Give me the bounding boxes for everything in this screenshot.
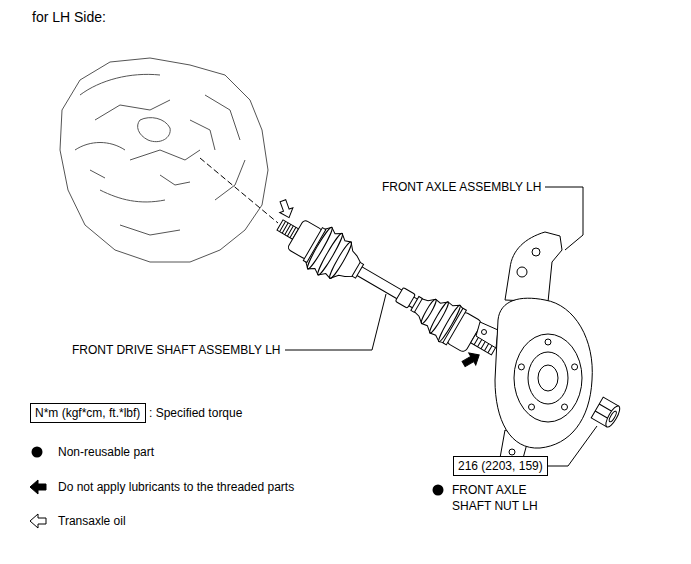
drive-shaft: [303, 224, 370, 291]
front-axle-knuckle: [495, 298, 592, 448]
front-axle-knuckle: [518, 364, 524, 370]
front-axle-knuckle: [509, 449, 515, 455]
transaxle-oil-arrow: [276, 198, 295, 220]
transaxle-outline: [75, 74, 200, 160]
drive-shaft: [268, 204, 507, 370]
transaxle-outline: [60, 58, 268, 262]
front-axle-knuckle: [545, 339, 551, 345]
front-axle-knuckle: [505, 232, 562, 302]
torque-value: 216 (2203, 159): [458, 459, 543, 473]
no-lubricant-arrow: [460, 349, 483, 370]
no-lubricant-arrow: [460, 349, 483, 370]
non-reusable-dot: [32, 447, 43, 458]
leader-line: [545, 187, 583, 250]
drive-shaft: [443, 308, 467, 345]
legend-text: : Specified torque: [149, 406, 242, 420]
front-axle-knuckle: [517, 267, 527, 277]
front-axle-knuckle: [532, 248, 540, 256]
transaxle-outline: [90, 120, 215, 185]
legend-arrow-symbol: [30, 480, 46, 494]
drive-shaft: [395, 287, 415, 308]
drive-shaft: [355, 266, 421, 310]
drive-shaft: [303, 228, 326, 263]
front-axle-knuckle: [529, 404, 535, 410]
torque-box: N*m (kgf*cm, ft.*lbf): [30, 403, 146, 423]
part-name: FRONT AXLE SHAFT NUT LH: [452, 482, 560, 514]
drive-shaft: [352, 262, 363, 278]
legend-text: Non-reusable part: [58, 445, 154, 459]
front-axle-knuckle: [476, 322, 498, 348]
front-axle-knuckle: [482, 330, 487, 335]
leader-line: [285, 187, 597, 466]
legend-text: Transaxle oil: [58, 514, 126, 528]
drive-shaft: [411, 296, 422, 312]
transaxle-outline: [138, 118, 171, 142]
axis-line: [200, 158, 278, 223]
part-name: FRONT DRIVE SHAFT ASSEMBLY LH: [72, 343, 281, 357]
torque-box: 216 (2203, 159): [453, 456, 548, 476]
front-axle-knuckle: [562, 404, 568, 410]
heading: for LH Side:: [32, 9, 106, 25]
legend-arrow-symbol: [30, 480, 46, 528]
drive-shaft: [420, 298, 438, 325]
drive-shaft: [280, 221, 296, 237]
transaxle-outline: [100, 95, 245, 235]
drive-shaft: [428, 301, 450, 335]
front-axle-knuckle: [528, 352, 568, 404]
front-axle-knuckle: [514, 334, 582, 422]
part-name: FRONT AXLE ASSEMBLY LH: [382, 180, 541, 194]
axle-shaft-nut: [608, 410, 617, 422]
leader-line: [548, 426, 597, 466]
legend-arrow-symbol: [30, 514, 46, 528]
non-reusable-dot: [433, 485, 444, 496]
transaxle-oil-arrow: [276, 198, 295, 220]
front-axle-knuckle: [476, 232, 592, 462]
axle-shaft-nut: [591, 397, 622, 429]
leader-line: [285, 294, 386, 350]
transaxle-outline: [60, 58, 268, 262]
torque-value: N*m (kgf*cm, ft.*lbf): [35, 406, 141, 420]
axle-shaft-nut: [603, 404, 622, 429]
legend-text: Do not apply lubricants to the threaded …: [58, 480, 294, 494]
drive-shaft: [327, 241, 353, 280]
front-axle-knuckle: [538, 365, 558, 391]
front-axle-knuckle: [572, 364, 578, 370]
